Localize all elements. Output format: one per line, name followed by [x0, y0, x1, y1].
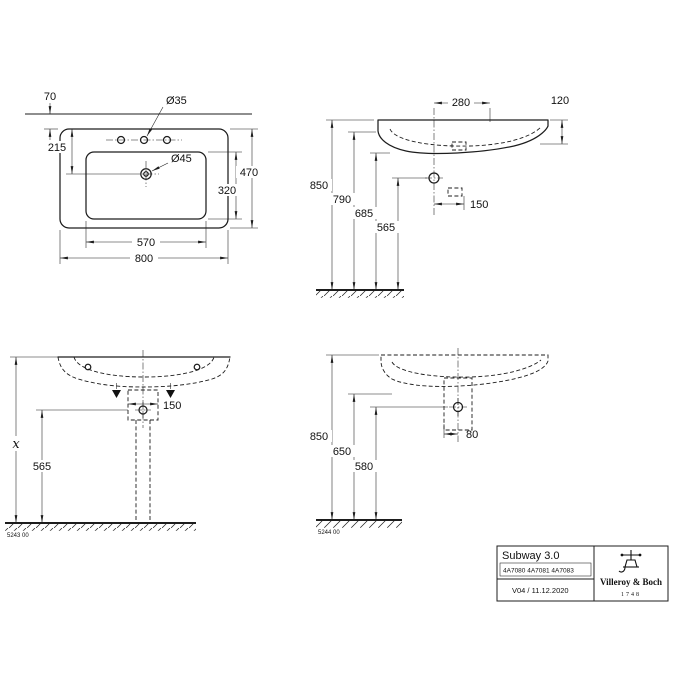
overflow-detail	[451, 141, 467, 151]
version-date: V04 / 11.12.2020	[512, 586, 569, 595]
basin-outline	[59, 128, 229, 229]
dimension-580: 580	[351, 406, 448, 520]
dim-label-580: 580	[355, 461, 373, 473]
dim-label-320: 320	[218, 185, 236, 197]
dimension-280: 280	[434, 96, 491, 122]
dim-label-650: 650	[333, 446, 351, 458]
front-installation-view: 150 x 565 5243 00	[5, 350, 231, 539]
dimension-470: 470	[230, 128, 262, 229]
fixing-arrow-right	[166, 390, 175, 398]
floor-front-installation	[5, 522, 196, 531]
dim-label-470: 470	[240, 167, 258, 179]
dim-label-685: 685	[355, 208, 373, 220]
trap-detail	[449, 398, 467, 416]
dimension-70: 70	[44, 91, 58, 140]
dimension-215: 215	[44, 129, 133, 175]
dim-label-850-install: 850	[310, 431, 328, 443]
dimension-570: 570	[85, 221, 207, 249]
side-view: 280 120 150 850 790 68	[306, 95, 569, 298]
dimension-150-front: 150	[127, 400, 181, 412]
dim-label-150-front: 150	[163, 400, 181, 412]
dim-label-570: 570	[137, 237, 155, 249]
brand-logo: Villeroy & Boch 1748	[600, 550, 662, 598]
dim-label-850-side: 850	[310, 180, 328, 192]
dim-label-565-side: 565	[377, 222, 395, 234]
dim-label-790: 790	[333, 194, 351, 206]
floor-side-view	[316, 289, 404, 298]
floor-side-installation	[316, 519, 402, 528]
title-block-border	[496, 545, 669, 602]
dimension-dia35: Ø35	[146, 95, 187, 137]
sheet-code-side: 5244 00	[318, 530, 340, 536]
tap-hole-center	[139, 135, 149, 145]
dim-label-800: 800	[135, 253, 153, 265]
dim-label-120: 120	[551, 95, 569, 107]
dim-label-150-side: 150	[470, 199, 488, 211]
brand-year: 1748	[621, 592, 641, 598]
dim-label-70: 70	[44, 91, 56, 103]
title-block: Subway 3.0 4A7080 4A7081 4A7083 V04 / 11…	[496, 545, 669, 602]
basin-profile	[377, 119, 549, 155]
dimension-850-install: 850	[306, 354, 379, 520]
drain-symbol	[133, 161, 159, 187]
dimension-80: 80	[443, 424, 478, 441]
dimension-565-side: 565	[373, 177, 427, 290]
brand-name: Villeroy & Boch	[600, 577, 662, 587]
dimension-x: x	[9, 357, 23, 523]
fixing-hole-detail	[425, 172, 463, 197]
dimension-320: 320	[208, 151, 242, 220]
dim-label-dia45: Ø45	[171, 153, 192, 165]
dim-label-80: 80	[466, 429, 478, 441]
fixing-hole-right	[193, 363, 201, 371]
tap-hole-left	[116, 135, 126, 145]
side-installation-view: 80 850 650 580 5244 00	[306, 348, 549, 536]
dimension-150-side: 150	[434, 196, 488, 211]
product-name: Subway 3.0	[502, 550, 559, 562]
dimension-790: 790	[329, 131, 376, 290]
dimension-800: 800	[59, 230, 229, 265]
basin-silhouette-side	[380, 354, 549, 387]
tap-hole-right	[162, 135, 172, 145]
fixing-hole-left	[84, 363, 92, 371]
dim-label-x: x	[12, 437, 20, 452]
sheet-code-front: 5243 00	[7, 533, 29, 539]
dim-label-280: 280	[452, 97, 470, 109]
dimension-565-front: 565	[29, 409, 128, 523]
dim-label-565-front: 565	[33, 461, 51, 473]
article-numbers-box	[499, 562, 592, 577]
trap-box-side	[443, 377, 473, 431]
dimension-650: 650	[329, 393, 392, 520]
fixing-arrow-left	[112, 390, 121, 398]
basin-silhouette	[57, 356, 231, 388]
article-numbers: 4A7080 4A7081 4A7083	[503, 568, 574, 575]
dimension-dia45: Ø45	[151, 153, 192, 172]
dim-label-215: 215	[48, 142, 66, 154]
dimension-120: 120	[540, 95, 569, 145]
dim-label-dia35: Ø35	[166, 95, 187, 107]
bowl-outline	[85, 151, 207, 220]
plan-view: 70 Ø35 215 Ø45 320 470	[25, 91, 262, 265]
brand-tap-icon	[618, 550, 642, 573]
